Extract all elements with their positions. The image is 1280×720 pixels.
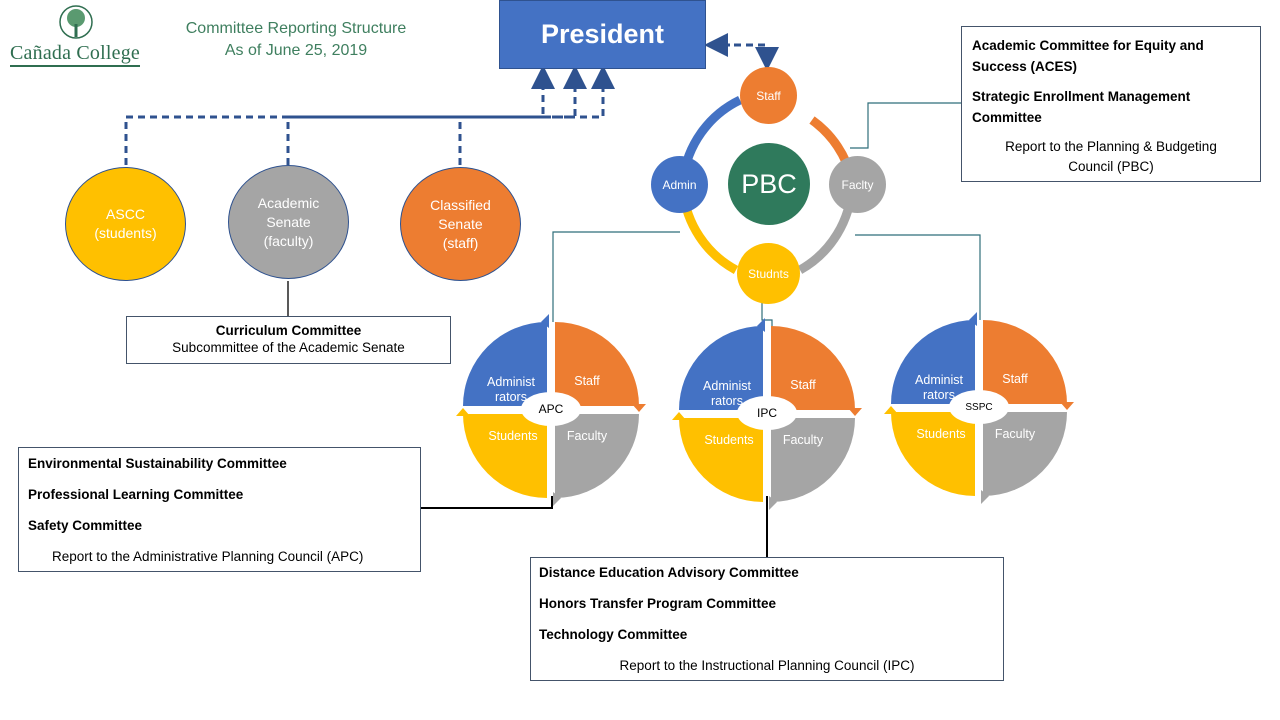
- ipc-students-label: Students: [704, 433, 754, 447]
- pbc-admin-node: Admin: [651, 156, 708, 213]
- pbc-report-note: Report to the Planning & Budgeting Counc…: [1005, 139, 1217, 174]
- apc-faculty-quadrant: [555, 414, 639, 498]
- classified-senate-node: Classified Senate (staff): [400, 167, 521, 281]
- pbc-faculty-label: Faclty: [841, 177, 874, 192]
- college-name: Cañada College: [10, 42, 140, 64]
- pbc-students-label: Studnts: [748, 266, 789, 281]
- apc-committee-item: Professional Learning Committee: [28, 487, 244, 502]
- senate-line: (students): [94, 225, 157, 241]
- apc-committees-box: Environmental Sustainability Committee P…: [18, 447, 421, 572]
- pbc-staff-node: Staff: [740, 67, 797, 124]
- president-label: President: [540, 19, 665, 49]
- ipc-committee-item: Distance Education Advisory Committee: [539, 565, 799, 580]
- ascc-node: ASCC (students): [65, 167, 186, 281]
- ipc-staff-arrow: [848, 408, 862, 416]
- tree-icon: [59, 5, 93, 39]
- ipc-admin-quadrant: [679, 326, 763, 410]
- apc-staff-label: Staff: [574, 374, 600, 388]
- apc-staff-arrow: [632, 404, 646, 412]
- pbc-to-council-connectors: [552, 102, 981, 330]
- apc-report-note: Report to the Administrative Planning Co…: [52, 549, 364, 564]
- sspc-staff-label: Staff: [1002, 372, 1028, 386]
- sspc-staff-arrow: [1060, 402, 1074, 410]
- sspc-staff-quadrant: [983, 320, 1067, 404]
- ipc-students-arrow: [672, 412, 686, 420]
- apc-students-arrow: [456, 408, 470, 416]
- apc-admin-arrow: [541, 314, 549, 328]
- sspc-students-quadrant: [891, 412, 975, 496]
- apc-admin-label: Administ rators: [487, 375, 535, 404]
- senate-line: ASCC: [106, 206, 145, 222]
- senate-line: (staff): [442, 234, 479, 251]
- apc-committee-item: Safety Committee: [28, 518, 143, 533]
- chart-date: As of June 25, 2019: [224, 42, 368, 59]
- sspc-center-label: SSPC: [949, 390, 1009, 424]
- senate-line: Senate: [266, 213, 311, 230]
- pbc-students-node: Studnts: [737, 243, 800, 304]
- ipc-center-label: IPC: [737, 396, 797, 430]
- pbc-to-president-connector: [704, 33, 779, 71]
- sspc-students-label: Students: [916, 427, 966, 441]
- sspc-faculty-arrow: [981, 490, 989, 504]
- ipc-faculty-arrow: [769, 496, 777, 510]
- ipc-faculty-quadrant: [771, 418, 855, 502]
- ipc-committee-item: Technology Committee: [539, 627, 688, 642]
- curriculum-title: Curriculum Committee: [215, 323, 362, 338]
- apc-box-connector: [421, 496, 553, 509]
- apc-students-label: Students: [488, 429, 538, 443]
- pbc-committees-box: Academic Committee for Equity and Succes…: [961, 26, 1261, 182]
- ipc-staff-quadrant: [771, 326, 855, 410]
- pbc-center-node: PBC: [728, 143, 810, 225]
- ipc-admin-arrow: [757, 318, 765, 332]
- sspc-admin-arrow: [969, 312, 977, 326]
- sspc-students-arrow: [884, 406, 898, 414]
- pbc-committee-item: Academic Committee for Equity and Succes…: [972, 38, 1204, 74]
- sspc-admin-label: Administ rators: [915, 373, 963, 402]
- senate-line: (faculty): [263, 232, 314, 249]
- ipc-staff-label: Staff: [790, 378, 816, 392]
- chart-title: Committee Reporting Structure: [185, 20, 407, 37]
- ipc-faculty-label: Faculty: [782, 433, 824, 447]
- ipc-report-note: Report to the Instructional Planning Cou…: [619, 658, 915, 673]
- ipc-admin-label: Administ rators: [703, 379, 751, 408]
- pbc-committee-item: Strategic Enrollment Management Committe…: [972, 89, 1191, 125]
- apc-faculty-arrow: [553, 492, 561, 506]
- pbc-admin-label: Admin: [662, 177, 697, 192]
- sspc-faculty-quadrant: [983, 412, 1067, 496]
- ipc-committees-box: Distance Education Advisory Committee Ho…: [530, 557, 1004, 681]
- apc-students-quadrant: [463, 414, 547, 498]
- senate-line: Senate: [438, 215, 483, 232]
- ipc-committee-item: Honors Transfer Program Committee: [539, 596, 777, 611]
- apc-staff-quadrant: [555, 322, 639, 406]
- president-node: President: [499, 0, 706, 69]
- academic-senate-node: Academic Senate (faculty): [228, 165, 349, 279]
- sspc-admin-quadrant: [891, 320, 975, 404]
- pbc-center-label: PBC: [741, 168, 797, 199]
- college-logo: [55, 4, 97, 44]
- apc-center-label: APC: [521, 392, 581, 426]
- apc-committee-item: Environmental Sustainability Committee: [28, 456, 287, 471]
- apc-faculty-label: Faculty: [566, 429, 608, 443]
- curriculum-box: Curriculum Committee Subcommittee of the…: [126, 316, 451, 364]
- logo-underline: [10, 65, 140, 67]
- senate-to-president-connector: [124, 65, 615, 165]
- ipc-students-quadrant: [679, 418, 763, 502]
- curriculum-subtitle: Subcommittee of the Academic Senate: [172, 340, 405, 355]
- senate-line: Academic: [257, 194, 320, 211]
- sspc-faculty-label: Faculty: [994, 427, 1036, 441]
- senate-line: Classified: [430, 196, 491, 213]
- pbc-faculty-node: Faclty: [829, 156, 886, 213]
- apc-admin-quadrant: [463, 322, 547, 406]
- pbc-staff-label: Staff: [756, 88, 781, 103]
